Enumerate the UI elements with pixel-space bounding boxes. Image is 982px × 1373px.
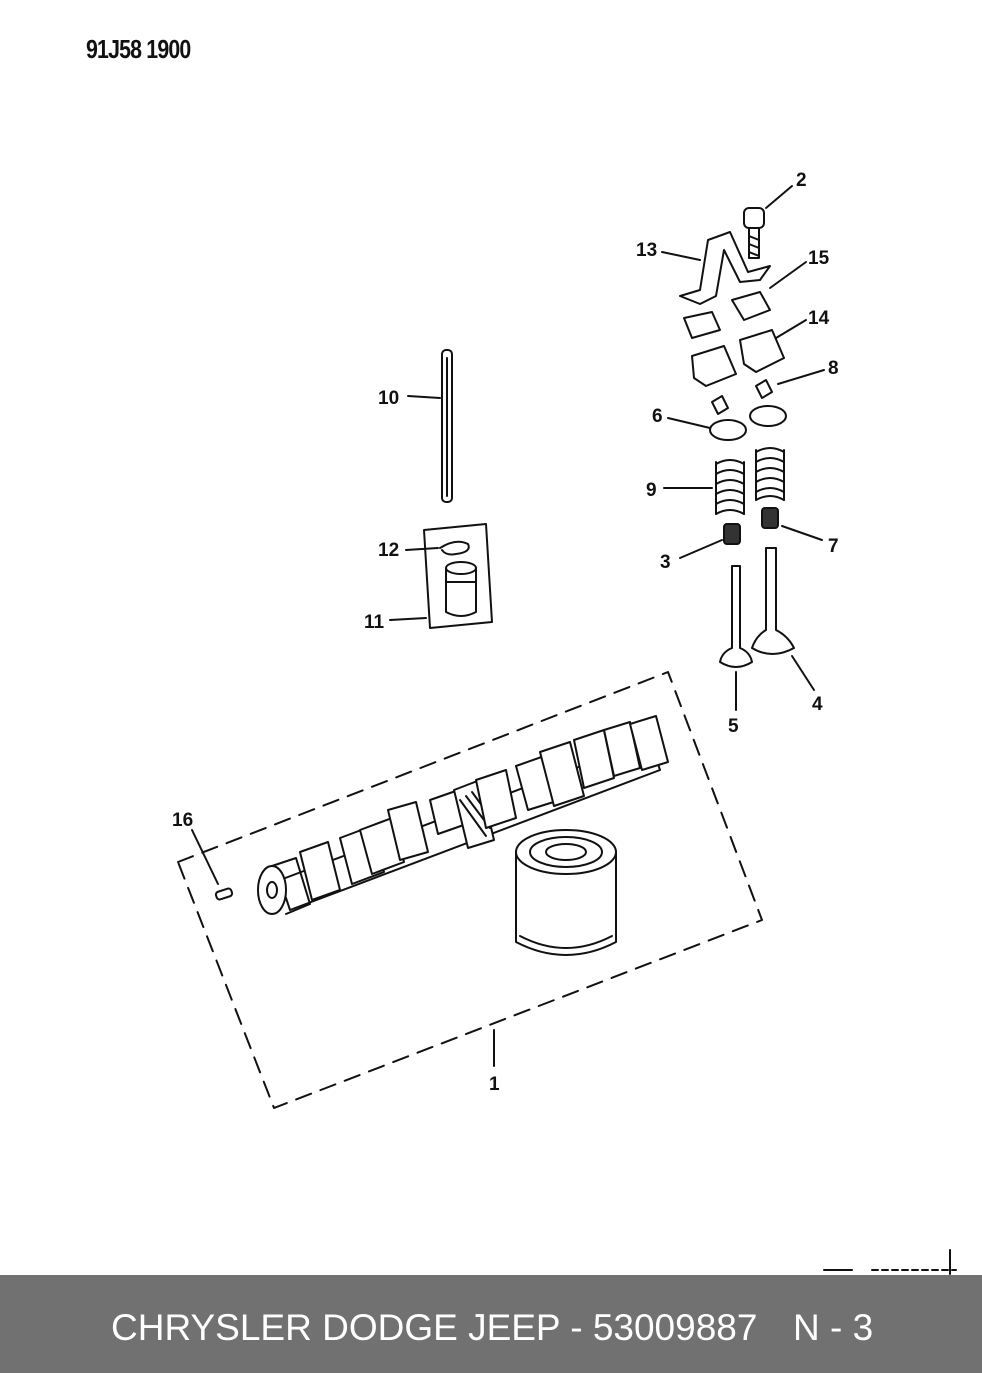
callout-3: 3 xyxy=(660,552,671,573)
camshaft-key xyxy=(214,887,234,901)
callout-4: 4 xyxy=(812,694,823,715)
callout-2: 2 xyxy=(796,170,807,191)
rocker-pivot-right xyxy=(731,291,771,321)
rocker-arm-right xyxy=(739,329,785,373)
callout-1: 1 xyxy=(489,1074,500,1095)
footer-bar: CHRYSLER DODGE JEEP - 53009887 N - 3 xyxy=(0,1275,982,1373)
callout-15: 15 xyxy=(808,248,830,269)
spring-retainer-right xyxy=(749,405,787,427)
callout-8: 8 xyxy=(828,358,839,379)
camshaft xyxy=(257,715,669,915)
callout-10: 10 xyxy=(378,388,399,409)
callout-13: 13 xyxy=(636,240,657,261)
rocker-bolt xyxy=(743,207,765,259)
valve-spring-right xyxy=(755,447,785,501)
callout-5: 5 xyxy=(728,716,739,737)
callout-6: 6 xyxy=(652,406,663,427)
footer-page-number: N - 3 xyxy=(793,1307,874,1348)
intake-valve xyxy=(751,547,795,655)
rocker-arm-left xyxy=(691,345,737,387)
camshaft-kit-outline xyxy=(177,671,763,1109)
parts-diagram: 1 2 3 4 5 6 7 8 9 10 11 12 13 14 15 16 xyxy=(172,170,957,1275)
callout-9: 9 xyxy=(646,480,657,501)
spring-retainer-left xyxy=(709,419,747,441)
exhaust-valve xyxy=(719,565,753,668)
valve-lock-left xyxy=(711,395,729,415)
callout-14: 14 xyxy=(808,308,830,329)
tappet-clip xyxy=(439,540,470,556)
rocker-pivot-left xyxy=(683,311,721,339)
callout-12: 12 xyxy=(378,540,399,561)
hydraulic-tappet xyxy=(445,561,477,617)
valve-seal-right xyxy=(761,507,779,529)
valve-spring-left xyxy=(715,459,745,515)
diagram-reference-code: 91J58 1900 xyxy=(86,34,191,64)
push-rod xyxy=(441,349,453,503)
tappet-kit-outline xyxy=(423,523,493,629)
callout-7: 7 xyxy=(828,536,839,557)
valve-lock-right xyxy=(755,379,773,399)
footer-title: CHRYSLER DODGE JEEP - 53009887 xyxy=(111,1307,758,1348)
rocker-bridge xyxy=(679,231,771,305)
callout-16: 16 xyxy=(172,810,193,831)
valve-seal-left xyxy=(723,523,741,545)
callout-11: 11 xyxy=(364,612,385,633)
camshaft-bearing-cylinder xyxy=(515,829,617,956)
